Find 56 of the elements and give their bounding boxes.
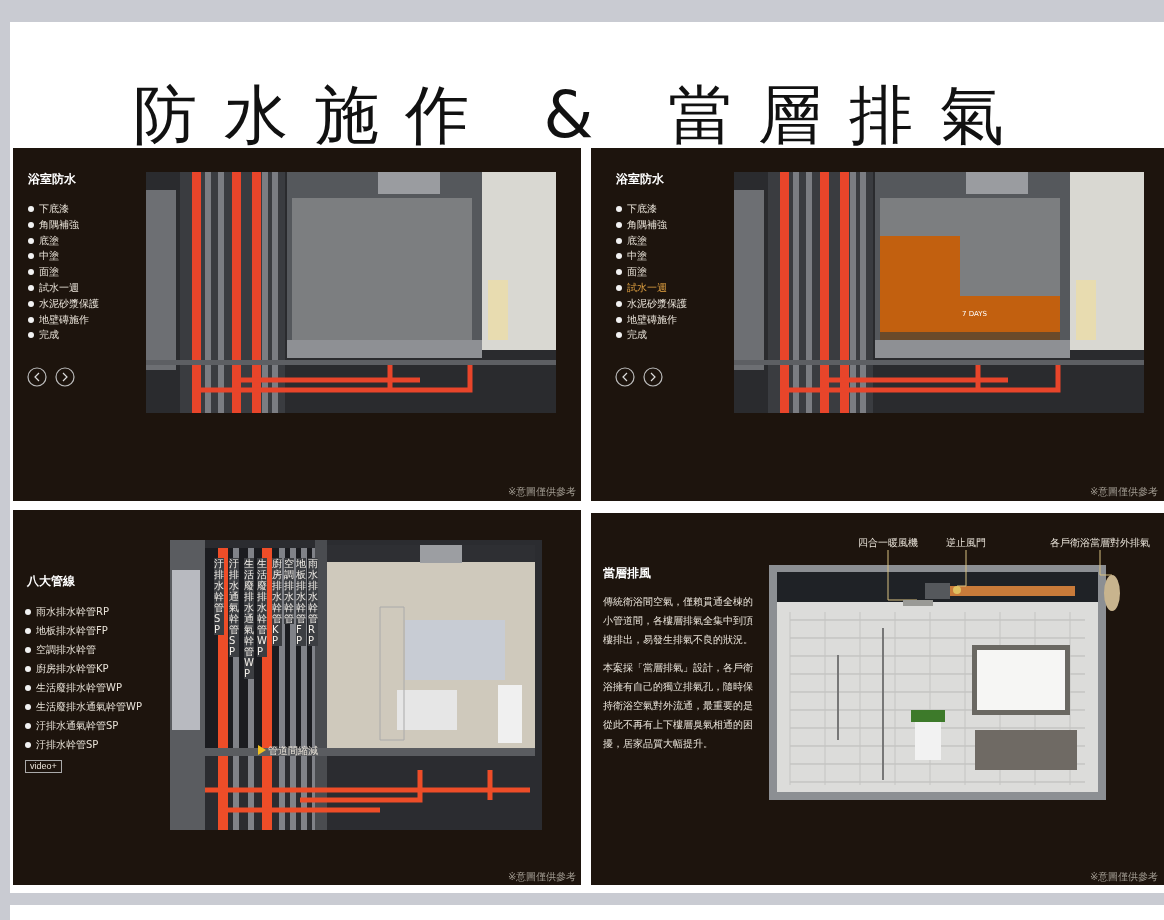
list-item: 完成	[28, 329, 59, 342]
list-item: 完成	[616, 329, 647, 342]
pipe-label: 空調排水幹管	[284, 558, 294, 624]
pipe-label: 生活廢排水幹管WP	[257, 558, 267, 657]
list-item: 下底漆	[28, 203, 69, 215]
pipe-label: 廚房排水幹管KP	[272, 558, 282, 646]
list-item: 廚房排水幹管KP	[25, 663, 109, 675]
paragraph: 傳統衛浴間空氣，僅賴貫通全棟的小管道間，各樓層排氣全集中到頂樓排出，易發生排氣不良的狀況。	[603, 595, 754, 647]
vent-cap	[1104, 575, 1120, 611]
list-item: 雨水排水幹管RP	[25, 606, 109, 618]
list-item: 生活廢排水通氣幹管WP	[25, 701, 142, 713]
list-item: 面塗	[616, 266, 647, 279]
list-item: 下底漆	[616, 203, 657, 215]
pipe-label: 汙排水幹管SP	[214, 558, 224, 635]
pipe-label: 生活廢排水通氣幹管WP	[244, 558, 254, 679]
video-button: video+	[25, 760, 62, 773]
panel-heading: 當層排風	[603, 566, 651, 581]
damper-point	[953, 586, 961, 594]
list-item: 試水一週	[28, 282, 79, 294]
callout-label: 逆止風門	[946, 536, 986, 550]
pipe-label: 汙排水通氣幹管SP	[229, 558, 239, 657]
list-item: 地壁磚施作	[28, 313, 89, 326]
footnote: ※意圖僅供參考	[1090, 486, 1159, 498]
list-item: 水泥砂漿保護	[616, 297, 687, 310]
list-item: 底塗	[28, 234, 59, 247]
leader-line	[956, 549, 967, 587]
list-item: 角隅補強	[616, 218, 667, 231]
panel-heading: 浴室防水	[28, 172, 76, 187]
list-item: 底塗	[616, 234, 647, 247]
paragraph: 本案採「當層排氣」設計，各戶衛浴擁有自己的獨立排氣孔，隨時保持衛浴空氣對外流通，最重要的是從此不再有上下樓層臭氣相通的困擾，居家品質大幅提升。	[603, 661, 754, 751]
footnote: ※意圖僅供參考	[1090, 871, 1159, 883]
list-item: 汙排水通氣幹管SP	[25, 720, 119, 732]
ceiling-fan-unit	[903, 600, 933, 606]
leader-line	[887, 549, 918, 601]
list-item: 中塗	[28, 250, 59, 263]
list-item: 地壁磚施作	[616, 313, 677, 326]
list-item: 生活廢排水幹管WP	[25, 682, 122, 694]
panel-heading: 八大管線	[27, 574, 75, 589]
list-item: 地板排水幹管FP	[25, 625, 108, 637]
panel-heading: 浴室防水	[616, 172, 664, 187]
callout-label: 各戶衛浴當層對外排氣	[1050, 536, 1150, 550]
list-item: 中塗	[616, 250, 647, 263]
footnote: ※意圖僅供參考	[508, 486, 577, 498]
list-item: 面塗	[28, 266, 59, 279]
pipe-label: 地板排水幹管FP	[296, 558, 306, 646]
pipe-label: 雨水排水幹管RP	[308, 558, 318, 646]
shaft-label: 管道間縮減	[268, 745, 318, 757]
list-item: 空調排水幹管	[25, 644, 96, 656]
list-item: 水泥砂漿保護	[28, 297, 99, 310]
page-title: 防水施作 & 當層排氣	[131, 77, 1033, 154]
footnote: ※意圖僅供參考	[508, 871, 577, 883]
leader-line	[1099, 549, 1113, 576]
list-item: 汙排水幹管SP	[25, 739, 99, 751]
list-item: 試水一週	[616, 282, 667, 294]
list-item: 角隅補強	[28, 218, 79, 231]
callout-label: 四合一暖風機	[858, 536, 918, 550]
